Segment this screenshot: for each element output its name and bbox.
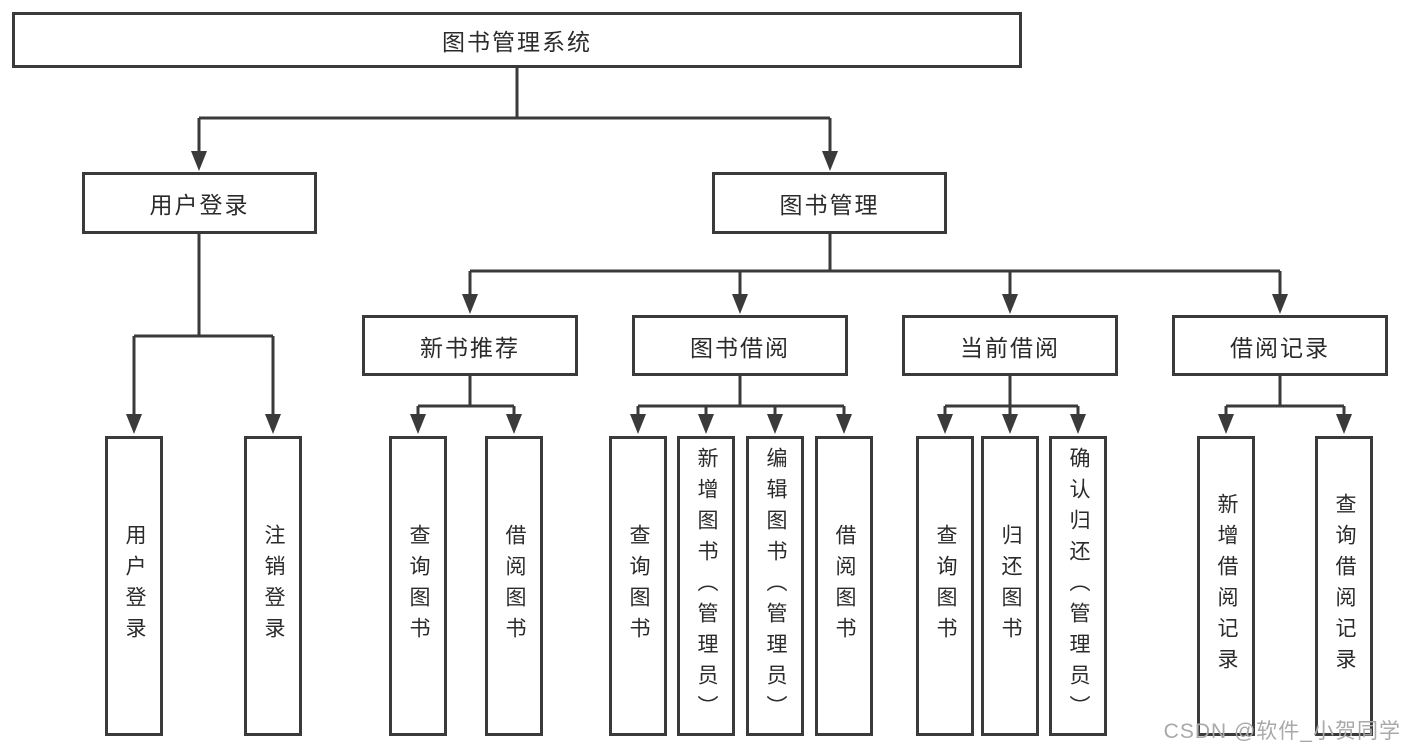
node-library-system: 图书管理系统 bbox=[12, 12, 1022, 68]
node-label: 用户登录 bbox=[123, 524, 146, 648]
node-leaf-user-login: 用户登录 bbox=[105, 436, 163, 736]
node-label: 编辑图书（管理员） bbox=[764, 446, 787, 726]
node-leaf-confirm-return-admin: 确认归还（管理员） bbox=[1049, 436, 1107, 736]
node-leaf-return-books: 归还图书 bbox=[981, 436, 1039, 736]
node-leaf-borrow-books: 借阅图书 bbox=[485, 436, 543, 736]
node-borrow-records: 借阅记录 bbox=[1172, 315, 1388, 376]
node-label: 借阅图书 bbox=[503, 524, 526, 648]
node-leaf-edit-books-admin: 编辑图书（管理员） bbox=[746, 436, 804, 736]
node-label: 查询图书 bbox=[934, 524, 957, 648]
node-leaf-borrow-books: 借阅图书 bbox=[815, 436, 873, 736]
node-label: 归还图书 bbox=[999, 524, 1022, 648]
node-label: 借阅图书 bbox=[833, 524, 856, 648]
node-leaf-query-books: 查询图书 bbox=[609, 436, 667, 736]
node-label: 新增借阅记录 bbox=[1215, 493, 1238, 679]
node-user-login: 用户登录 bbox=[82, 172, 317, 234]
node-label: 查询图书 bbox=[407, 524, 430, 648]
node-book-borrowing: 图书借阅 bbox=[632, 315, 848, 376]
node-leaf-add-borrow-record: 新增借阅记录 bbox=[1197, 436, 1255, 736]
node-label: 查询图书 bbox=[627, 524, 650, 648]
node-current-borrowing: 当前借阅 bbox=[902, 315, 1118, 376]
node-leaf-add-books-admin: 新增图书（管理员） bbox=[677, 436, 735, 736]
node-book-management: 图书管理 bbox=[712, 172, 947, 234]
node-label: 用户登录 bbox=[149, 192, 250, 218]
csdn-watermark: CSDN @软件_小贺同学 bbox=[1163, 720, 1401, 743]
node-leaf-query-books: 查询图书 bbox=[389, 436, 447, 736]
node-leaf-query-borrow-record: 查询借阅记录 bbox=[1315, 436, 1373, 736]
node-leaf-logout: 注销登录 bbox=[244, 436, 302, 736]
node-label: 借阅记录 bbox=[1230, 334, 1330, 361]
node-label: 新书推荐 bbox=[420, 334, 520, 361]
node-new-book-recommend: 新书推荐 bbox=[362, 315, 578, 376]
node-label: 当前借阅 bbox=[960, 334, 1060, 361]
node-label: 确认归还（管理员） bbox=[1067, 446, 1090, 726]
node-label: 注销登录 bbox=[262, 524, 285, 648]
node-label: 查询借阅记录 bbox=[1333, 493, 1356, 679]
node-label: 图书管理 bbox=[779, 192, 880, 218]
node-leaf-query-books: 查询图书 bbox=[916, 436, 974, 736]
node-label: 图书管理系统 bbox=[442, 29, 592, 55]
node-label: 图书借阅 bbox=[690, 334, 790, 361]
node-label: 新增图书（管理员） bbox=[695, 446, 718, 726]
